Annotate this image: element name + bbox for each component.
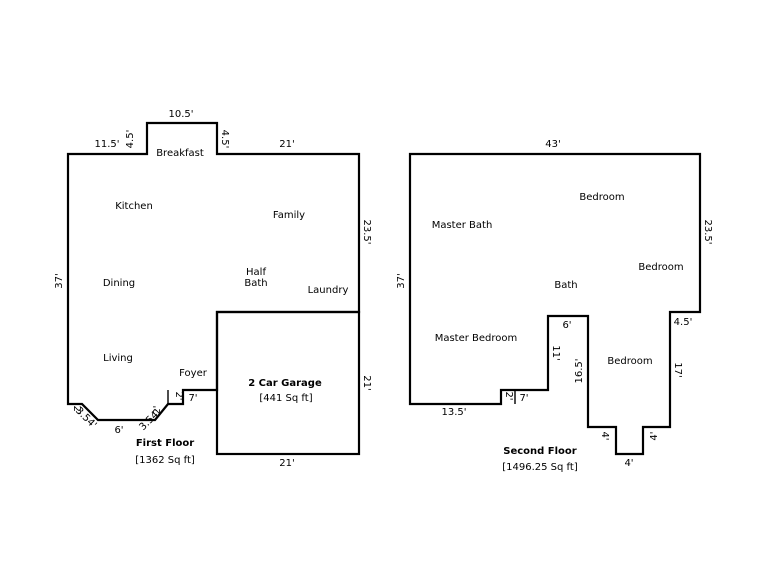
- dim-first-top-right: 21': [279, 139, 294, 150]
- dim-first-bay-left: 4.5': [125, 130, 136, 149]
- garage-plan: 2 Car Garage [441 Sq ft] 21' 21': [215, 310, 372, 469]
- first-floor-plan: Breakfast Kitchen Family Dining Half Bat…: [54, 109, 372, 466]
- dim-first-bay-right: 4.5': [219, 130, 230, 149]
- room-label-dining: Dining: [103, 278, 135, 289]
- room-label-living: Living: [103, 353, 133, 364]
- dim-second-top: 43': [545, 139, 560, 150]
- dim-second-notch-right: 4': [649, 431, 660, 440]
- room-label-half-bath-line2: Bath: [244, 278, 267, 289]
- dim-second-step-vertical: 2': [503, 391, 514, 400]
- first-floor-title: First Floor: [136, 438, 194, 449]
- dim-second-inner-left: 11': [550, 345, 561, 360]
- room-label-breakfast: Breakfast: [156, 148, 204, 159]
- room-label-laundry: Laundry: [308, 285, 349, 296]
- dim-first-bay-bottom-right-b: 2': [152, 405, 163, 414]
- dim-first-right: 23.5': [361, 219, 372, 244]
- dim-first-bay-bottom: 6': [114, 425, 123, 436]
- room-label-bedroom-top: Bedroom: [579, 192, 624, 203]
- dim-second-notch-left: 4': [599, 431, 610, 440]
- dim-second-step-horizontal: 7': [519, 393, 528, 404]
- room-label-master-bedroom: Master Bedroom: [435, 333, 518, 344]
- dim-first-step-vertical: 2': [173, 391, 184, 400]
- dim-second-inner-top: 6': [562, 320, 571, 331]
- room-label-kitchen: Kitchen: [115, 201, 153, 212]
- dim-first-step-horizontal: 7': [188, 393, 197, 404]
- dim-second-right-lower: 17': [672, 362, 683, 377]
- garage-title: 2 Car Garage: [248, 378, 322, 389]
- dim-second-bottom-left: 13.5': [441, 407, 466, 418]
- dim-garage-right: 21': [361, 375, 372, 390]
- dim-first-left: 37': [54, 273, 65, 288]
- dim-second-right-step: 4.5': [674, 317, 693, 328]
- room-label-foyer: Foyer: [179, 368, 208, 379]
- garage-area: [441 Sq ft]: [259, 393, 312, 404]
- second-floor-area: [1496.25 Sq ft]: [502, 462, 578, 473]
- second-floor-outline: [408, 152, 702, 456]
- room-label-master-bath: Master Bath: [432, 220, 493, 231]
- dim-second-inner-drop: 16.5': [574, 358, 585, 383]
- dim-garage-bottom: 21': [279, 458, 294, 469]
- second-floor-plan: Master Bath Bedroom Bedroom Bath Master …: [396, 139, 713, 473]
- garage-outline: [215, 310, 361, 456]
- room-label-family: Family: [273, 210, 305, 221]
- dim-first-bay-bottom-left-b: 3.54': [73, 405, 98, 430]
- room-label-bath: Bath: [554, 280, 577, 291]
- dim-second-left: 37': [396, 273, 407, 288]
- first-floor-outline: [66, 121, 361, 422]
- dim-first-top-left: 11.5': [94, 139, 119, 150]
- first-floor-area: [1362 Sq ft]: [135, 455, 195, 466]
- dim-first-bay-bottom-left-a: 2': [71, 405, 82, 414]
- room-label-half-bath-line1: Half: [246, 267, 266, 278]
- dim-second-right-upper: 23.5': [702, 219, 713, 244]
- room-label-bedroom-bottom: Bedroom: [607, 356, 652, 367]
- second-floor-title: Second Floor: [503, 446, 577, 457]
- room-label-bedroom-right: Bedroom: [638, 262, 683, 273]
- dim-second-notch-bottom: 4': [624, 458, 633, 469]
- dim-first-bay-top: 10.5': [168, 109, 193, 120]
